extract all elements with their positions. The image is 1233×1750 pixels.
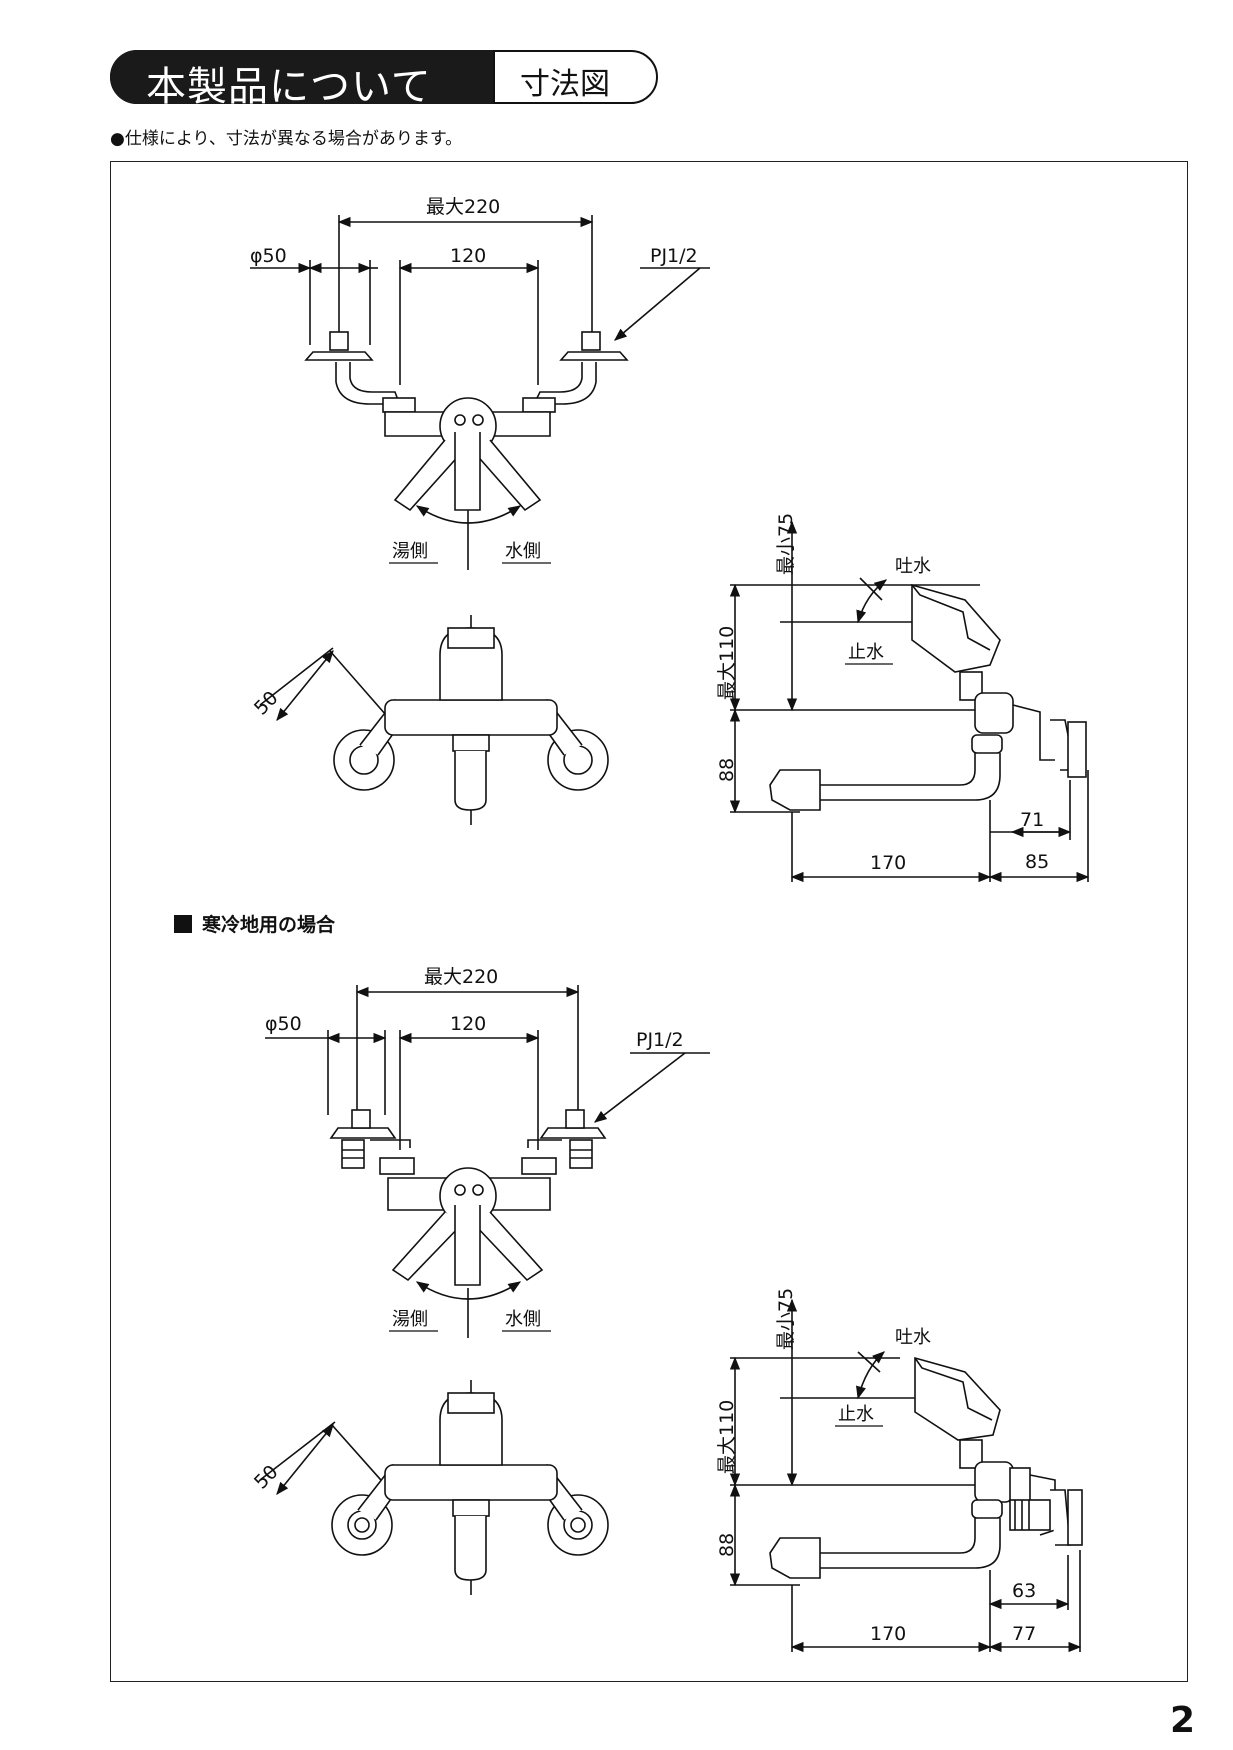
cold-side-view xyxy=(729,1298,1083,1653)
standard-wall-depth: 85 xyxy=(1025,851,1049,873)
cold-max-width: 最大220 xyxy=(424,966,498,988)
standard-top-view xyxy=(250,215,710,570)
cold-wall-depth: 77 xyxy=(1012,1623,1036,1645)
cold-body-depth: 63 xyxy=(1012,1580,1036,1602)
cold-front-view xyxy=(259,1380,609,1595)
standard-hot-side: 湯側 xyxy=(392,541,428,562)
cold-stop: 止水 xyxy=(838,1404,874,1425)
cold-hot-side: 湯側 xyxy=(392,1309,428,1330)
standard-thread: PJ1/2 xyxy=(650,245,698,267)
cold-diameter: φ50 xyxy=(265,1013,302,1035)
standard-diameter: φ50 xyxy=(250,245,287,267)
standard-stop: 止水 xyxy=(848,642,884,663)
page-subtitle: 寸法図 xyxy=(520,67,610,102)
header-title-background xyxy=(110,50,495,104)
cold-min-height: 最小75 xyxy=(775,1288,797,1350)
cold-cold-side: 水側 xyxy=(505,1309,541,1330)
cold-top-view-labels: 最大220 120 φ50 PJ1/2 湯側 水側 xyxy=(265,966,684,1332)
standard-min-height: 最小75 xyxy=(775,513,797,575)
standard-front-view xyxy=(259,615,609,825)
standard-discharge: 吐水 xyxy=(895,556,931,577)
standard-max-height: 最大110 xyxy=(716,626,738,700)
cold-region-section-title: 寒冷地用の場合 xyxy=(174,910,335,937)
standard-body-depth: 71 xyxy=(1020,809,1044,831)
cold-discharge: 吐水 xyxy=(895,1327,931,1348)
cold-pitch: 120 xyxy=(450,1013,486,1035)
standard-cold-side: 水側 xyxy=(505,541,541,562)
page-number: 2 xyxy=(1170,1700,1196,1741)
bullet-square-icon xyxy=(174,915,192,933)
page-header: 本製品について 寸法図 xyxy=(110,50,660,110)
cold-spout-height: 88 xyxy=(716,1533,738,1557)
spec-note: ●仕様により、寸法が異なる場合があります。 xyxy=(110,129,463,149)
cold-side-view-labels: 最小75 最大110 88 吐水 止水 170 77 63 xyxy=(716,1288,1036,1645)
standard-top-view-labels: 最大220 120 φ50 PJ1/2 湯側 水側 xyxy=(250,196,698,564)
standard-spout-height: 88 xyxy=(716,758,738,782)
cold-max-height: 最大110 xyxy=(716,1400,738,1474)
standard-spout-reach: 170 xyxy=(870,852,906,874)
diagram-frame xyxy=(110,161,1188,1682)
standard-side-view xyxy=(729,520,1090,883)
standard-max-width: 最大220 xyxy=(426,196,500,218)
header-divider xyxy=(493,50,615,104)
cold-region-title-text: 寒冷地用の場合 xyxy=(202,914,336,936)
standard-pitch: 120 xyxy=(450,245,486,267)
standard-side-view-labels: 最小75 最大110 88 吐水 止水 170 85 71 xyxy=(716,513,1049,874)
cold-thread: PJ1/2 xyxy=(636,1029,684,1051)
page-title: 本製品について xyxy=(146,64,432,110)
cold-spout-reach: 170 xyxy=(870,1623,906,1645)
cold-top-view xyxy=(265,985,710,1338)
